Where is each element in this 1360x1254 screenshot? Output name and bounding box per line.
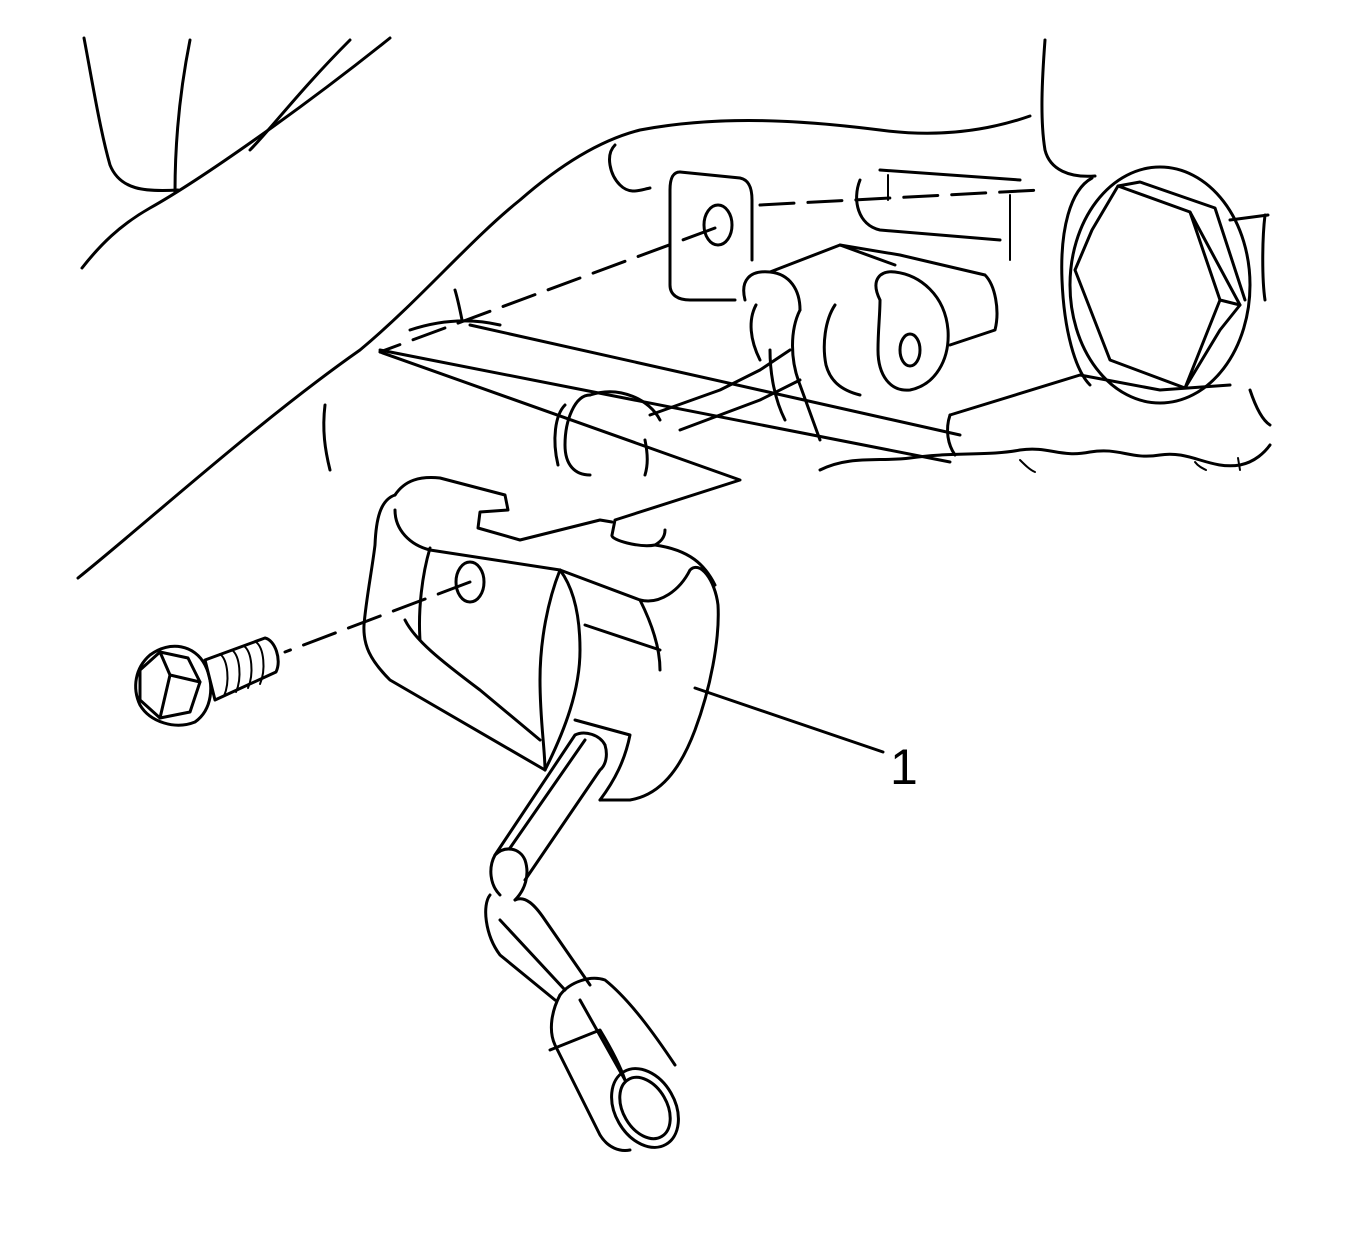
upper-alignment-line bbox=[378, 226, 717, 354]
bolt-alignment-line bbox=[283, 580, 472, 654]
transmission-case bbox=[818, 38, 1272, 473]
callout-leader-line bbox=[693, 686, 885, 754]
callout-1-label: 1 bbox=[890, 739, 918, 795]
background-contours bbox=[76, 36, 1032, 580]
hex-plug bbox=[1068, 165, 1252, 405]
mounting-bolt bbox=[134, 636, 280, 727]
mounting-boss bbox=[608, 143, 1042, 302]
shift-shaft bbox=[378, 243, 999, 477]
position-sensor bbox=[362, 350, 885, 1152]
